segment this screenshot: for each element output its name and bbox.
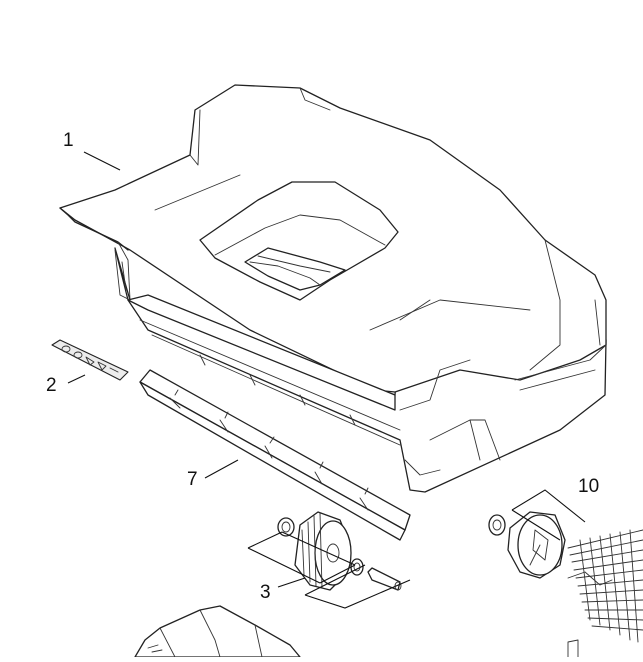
leader-1	[83, 151, 121, 171]
part-rotary-brush	[567, 529, 643, 643]
callout-leaders	[67, 151, 306, 588]
callout-2: 2	[46, 375, 57, 396]
part-housing-cover	[59, 84, 607, 493]
part-decal-label	[51, 339, 129, 381]
part-brush-strip	[139, 369, 411, 541]
callout-7: 7	[187, 469, 198, 490]
part-side-brush-hub	[488, 489, 586, 579]
part-lower-component	[134, 605, 579, 658]
leader-3	[277, 577, 306, 588]
leader-2	[67, 374, 86, 384]
part-wheel-assembly	[247, 511, 411, 609]
callout-1: 1	[63, 130, 74, 151]
callout-3: 3	[260, 582, 271, 603]
leader-7	[204, 459, 239, 479]
callout-10: 10	[578, 476, 600, 497]
